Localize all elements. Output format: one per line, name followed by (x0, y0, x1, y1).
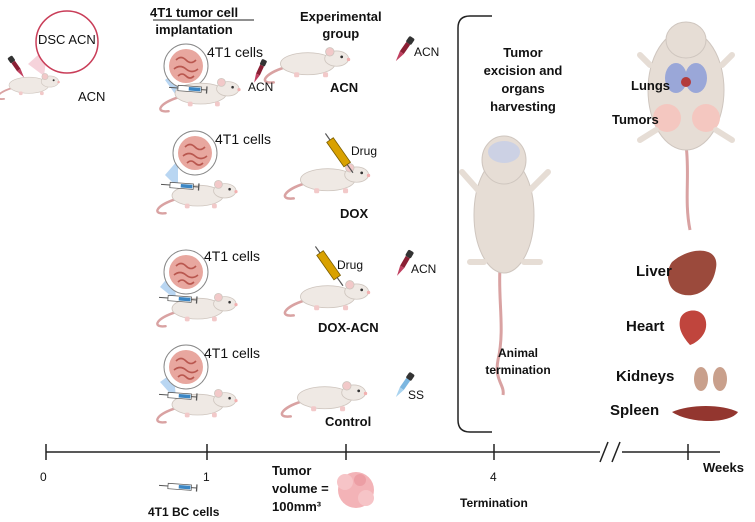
liver-shape (667, 250, 717, 296)
pretreatment-mouse (0, 10, 99, 100)
implantation-header: 4T1 tumor cell implantation (150, 5, 239, 37)
cells-label-1: 4T1 cells (207, 44, 264, 60)
spleen-shape (672, 406, 738, 421)
implantation-column (153, 19, 268, 424)
cells-label-4: 4T1 cells (204, 345, 261, 361)
group-control-name: Control (325, 414, 372, 429)
organ-kidneys-label: Kidneys (616, 368, 675, 385)
group-doxacn-dropper-label: ACN (411, 262, 437, 276)
syringe-label: ACN (248, 80, 274, 94)
kidney-right-shape (713, 367, 727, 391)
timeline-axis (45, 441, 720, 463)
organ-heart-label: Heart (626, 318, 665, 335)
experimental-column (263, 35, 415, 418)
tumor-mass-icon (337, 472, 374, 508)
termination-caption: Animal termination (485, 346, 551, 377)
organ-spleen-label: Spleen (610, 402, 660, 419)
timeline-unit-label: Weeks (703, 460, 744, 475)
group-doxacn-name: DOX-ACN (318, 320, 379, 335)
tick-label-0: 0 (40, 470, 47, 484)
inject-caption: 4T1 BC cells (148, 505, 220, 519)
group-dox-name: DOX (340, 206, 369, 221)
group-acn-name: ACN (330, 80, 359, 95)
harvest-bracket (457, 15, 492, 433)
cells-label-3: 4T1 cells (204, 248, 261, 264)
tick-label-1: 1 (203, 470, 210, 484)
group-dox-drug-label: Drug (351, 144, 378, 158)
organ-liver-label: Liver (636, 263, 672, 280)
termination-mouse (459, 135, 551, 396)
heart-shape (679, 310, 707, 345)
tick-label-4: 4 (490, 470, 497, 484)
group-acn-dropper-label: ACN (414, 45, 440, 59)
pretreatment-mouse-label: ACN (78, 89, 106, 104)
group-doxacn-drug-label: Drug (337, 258, 364, 272)
tumor-volume-caption: Tumor volume = 100mm³ (272, 463, 329, 514)
cells-label-2: 4T1 cells (215, 131, 272, 147)
timeline-syringe-icon (158, 481, 198, 493)
pretreatment-bubble-label: DSC ACN (38, 32, 96, 47)
kidney-left-shape (694, 367, 708, 391)
organ-tumors-label: Tumors (612, 112, 659, 127)
termination-caption-timeline: Termination (460, 496, 528, 510)
group-control-dropper-label: SS (408, 388, 425, 402)
harvest-title: Tumor excision and organs harvesting (483, 45, 563, 114)
dissected-mouse (637, 21, 735, 231)
experimental-header: Experimental group (300, 9, 382, 41)
organ-lungs-label: Lungs (631, 78, 670, 93)
